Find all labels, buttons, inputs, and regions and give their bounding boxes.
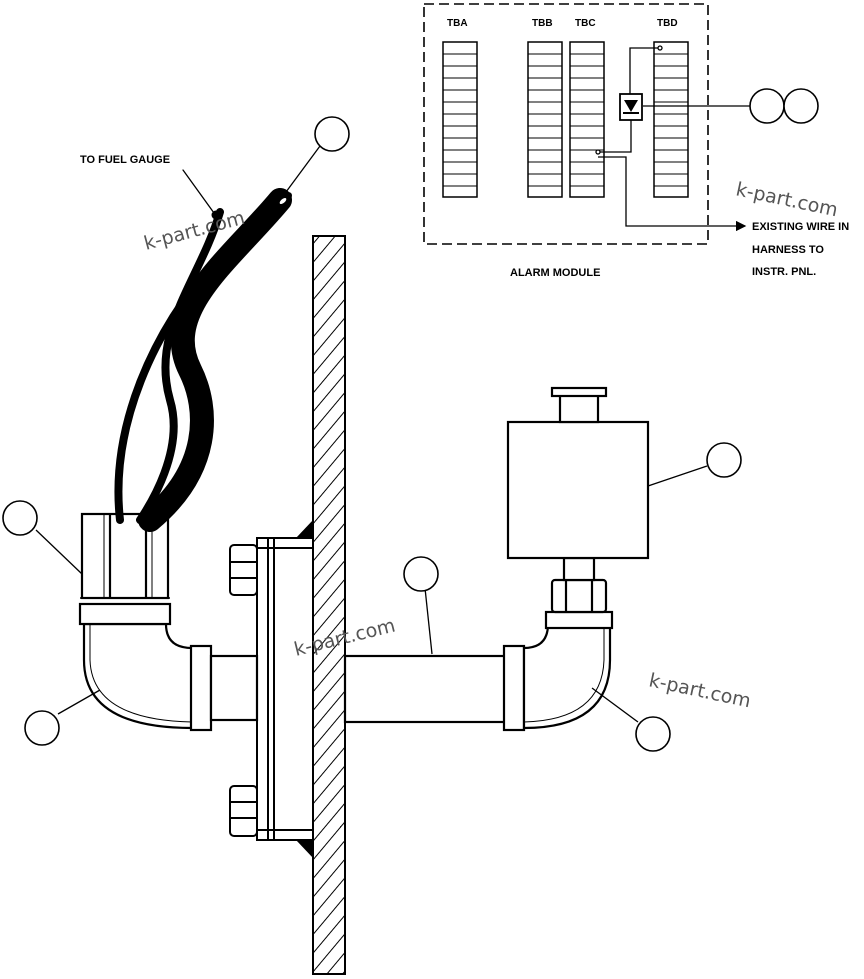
mounting-flange	[256, 537, 314, 841]
existing-wire-label-2: HARNESS TO	[752, 244, 824, 256]
tba-terminal-rows	[443, 53, 477, 187]
callout-bubble-left-elbow	[24, 710, 60, 746]
alarm-module-label: ALARM MODULE	[510, 267, 600, 279]
tbb-label: TBB	[532, 18, 553, 29]
right-pipe	[343, 610, 614, 732]
callout-bubble-harness	[314, 116, 350, 152]
tbb-terminal-rows	[528, 53, 562, 187]
module-wiring	[595, 45, 750, 232]
to-fuel-gauge-label: TO FUEL GAUGE	[80, 154, 170, 166]
callout-bubble-solenoid	[706, 442, 742, 478]
tank-wall	[312, 235, 346, 975]
weld-fillets	[296, 520, 313, 858]
callout-bubble-pipe	[403, 556, 439, 592]
left-pipe-elbow	[82, 622, 259, 732]
alarm-module-box	[423, 3, 709, 245]
tbc-terminal-rows	[570, 53, 604, 187]
fuel-sender-unit	[78, 512, 172, 626]
solenoid-valve	[506, 386, 650, 614]
callout-bubbles	[2, 116, 742, 752]
sender-wire-harness	[114, 169, 292, 532]
callout-leaders	[35, 145, 708, 723]
watermark-text: k-part.com	[647, 669, 753, 712]
callout-bubble-right-elbow	[635, 716, 671, 752]
tbd-terminal-rows	[654, 53, 688, 187]
tbd-label: TBD	[657, 18, 678, 29]
diode-symbol	[619, 93, 643, 121]
watermarks: k-part.com k-part.com k-part.com k-part.…	[142, 178, 840, 712]
existing-wire-label-3: INSTR. PNL.	[752, 266, 816, 278]
terminal-block-tbb: TBB	[527, 18, 563, 198]
callout-bubbles-alarm	[749, 88, 819, 124]
terminal-block-tbc: TBC	[569, 18, 605, 198]
tbc-label: TBC	[575, 18, 596, 29]
terminal-block-tbd: TBD	[653, 18, 689, 198]
watermark-text: k-part.com	[734, 178, 840, 221]
flange-bolts	[229, 544, 258, 837]
terminal-block-tba: TBA	[442, 18, 478, 198]
existing-wire-label-1: EXISTING WIRE IN	[752, 221, 849, 233]
tba-label: TBA	[447, 18, 468, 29]
callout-bubble-sender	[2, 500, 38, 536]
